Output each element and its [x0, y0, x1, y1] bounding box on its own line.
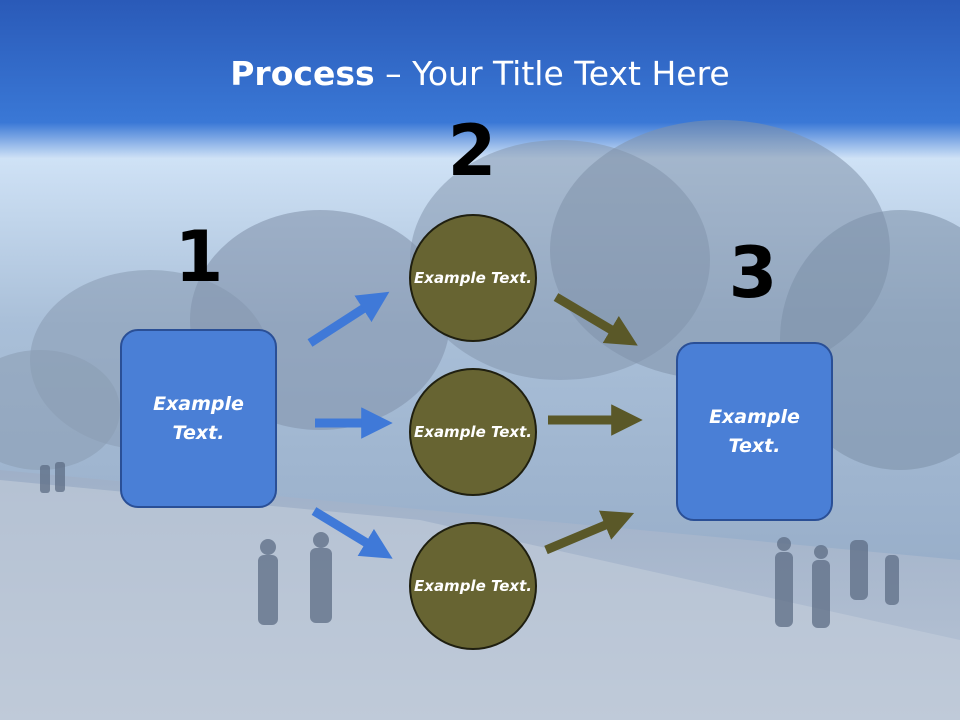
- title-bold: Process: [230, 54, 375, 93]
- arrow-bottom-to-right: [544, 510, 635, 555]
- arrow-left-to-bottom: [311, 507, 393, 559]
- step-circle-top: Example Text.: [409, 214, 537, 342]
- slide-title: Process – Your Title Text Here: [0, 52, 960, 96]
- step-circle-middle: Example Text.: [409, 368, 537, 496]
- step-number-1: 1: [174, 216, 224, 298]
- step-box-right: Example Text.: [676, 342, 833, 521]
- step-number-3: 3: [728, 232, 778, 314]
- step-number-2: 2: [447, 110, 497, 192]
- step-box-left: Example Text.: [120, 329, 277, 508]
- arrow-left-to-top: [307, 291, 390, 347]
- title-rest: – Your Title Text Here: [374, 54, 730, 93]
- step-circle-bottom: Example Text.: [409, 522, 537, 650]
- arrow-top-to-right: [553, 293, 638, 346]
